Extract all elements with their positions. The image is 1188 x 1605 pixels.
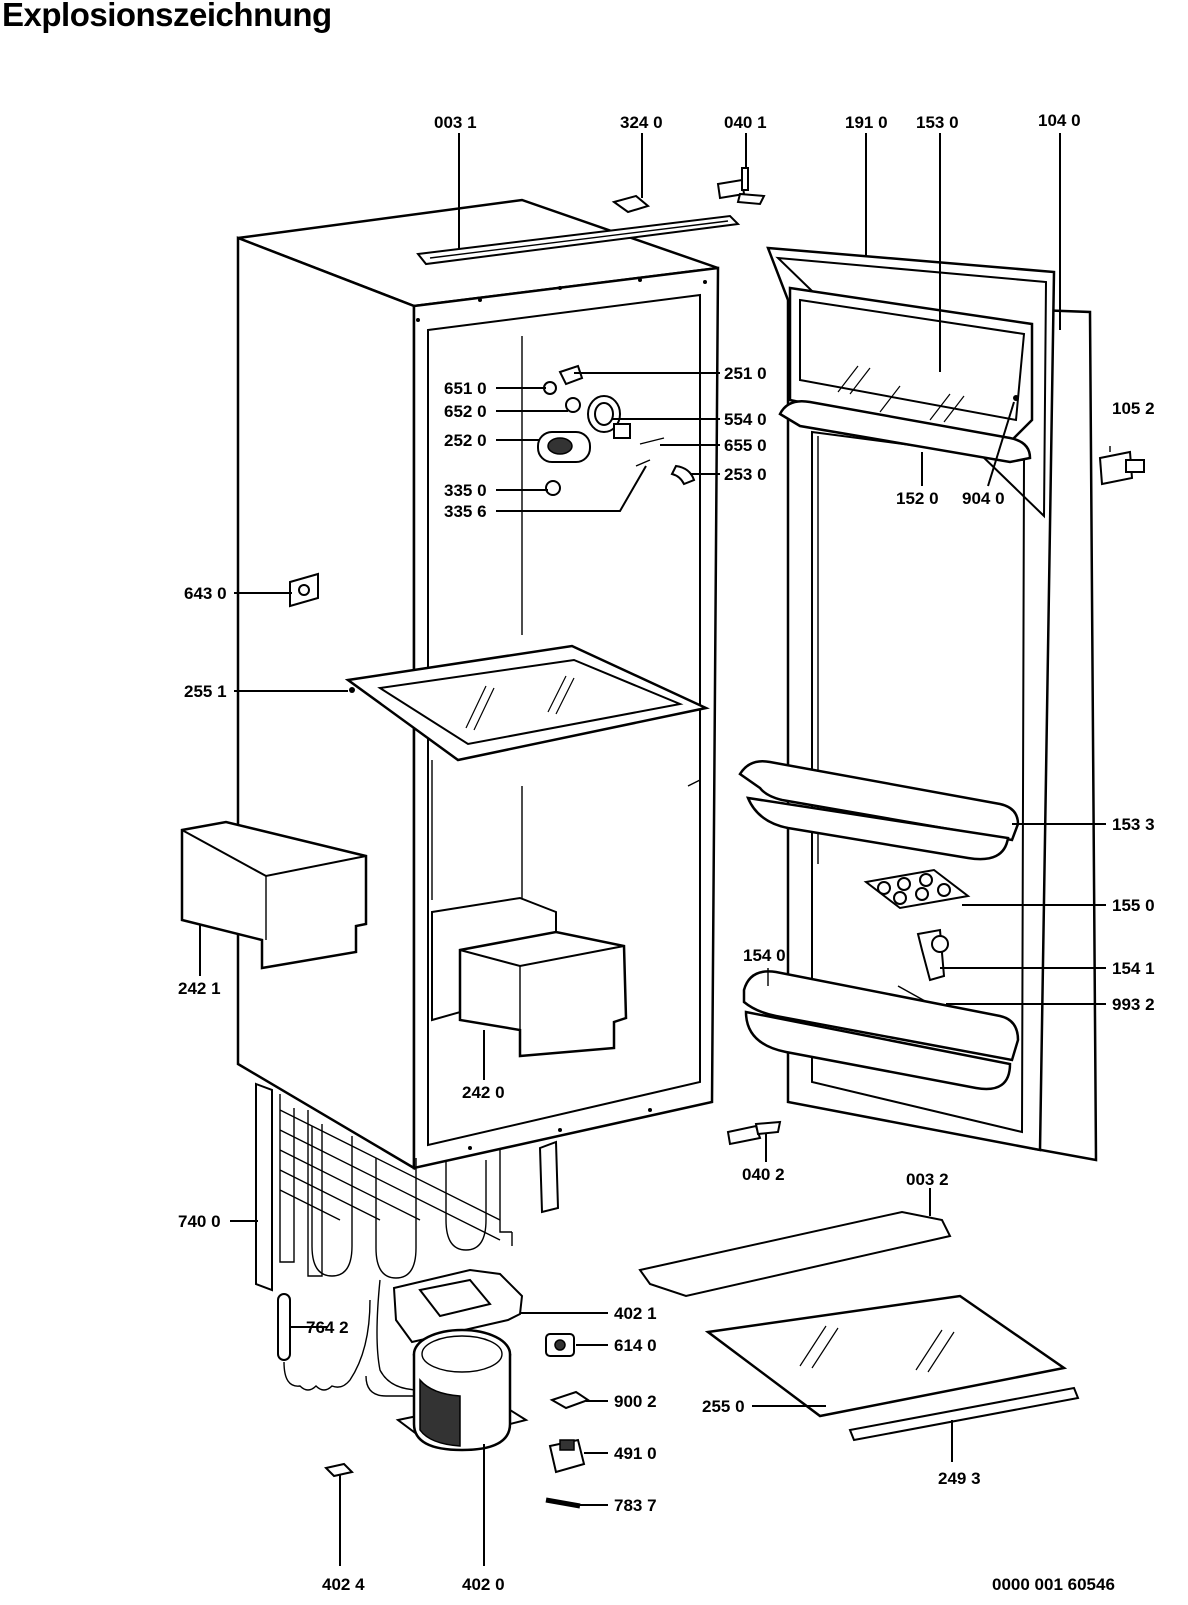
callout-104-0: 104 0 — [1038, 111, 1081, 130]
callout-105-2: 105 2 — [1112, 399, 1155, 418]
freezer-box — [180, 820, 368, 970]
callout-003-2: 003 2 — [906, 1170, 949, 1189]
callout-402-4: 402 4 — [322, 1575, 365, 1594]
callout-335-6: 335 6 — [444, 502, 487, 521]
callout-764-2: 764 2 — [306, 1318, 349, 1337]
callout-253-0: 253 0 — [724, 465, 767, 484]
callout-003-1: 003 1 — [434, 113, 477, 132]
callout-643-0: 643 0 — [184, 584, 227, 603]
light-switch-part — [289, 572, 319, 608]
overload-part — [549, 1390, 591, 1410]
condenser-grid — [255, 1082, 560, 1391]
callout-040-1: 040 1 — [724, 113, 767, 132]
callout-554-0: 554 0 — [724, 410, 767, 429]
callout-904-0: 904 0 — [962, 489, 1005, 508]
compressor-part — [365, 1328, 529, 1452]
callout-040-2: 040 2 — [742, 1165, 785, 1184]
relay-part — [545, 1333, 575, 1357]
callout-255-1: 255 1 — [184, 682, 227, 701]
callout-655-0: 655 0 — [724, 436, 767, 455]
callout-402-1: 402 1 — [614, 1304, 657, 1323]
sleeve-part — [545, 1497, 581, 1509]
callout-154-0: 154 0 — [743, 946, 786, 965]
callout-191-0: 191 0 — [845, 113, 888, 132]
callout-249-3: 249 3 — [938, 1469, 981, 1488]
glass-shelf-upper — [344, 644, 710, 762]
callout-993-2: 993 2 — [1112, 995, 1155, 1014]
callout-651-0: 651 0 — [444, 379, 487, 398]
callout-783-7: 783 7 — [614, 1496, 657, 1515]
callout-155-0: 155 0 — [1112, 896, 1155, 915]
bottom-rail-part — [638, 1210, 952, 1298]
shelf-strip-part — [848, 1386, 1080, 1442]
hinge-top-part — [716, 167, 766, 206]
callout-402-0: 402 0 — [462, 1575, 505, 1594]
drawing-number: 0000 001 60546 — [992, 1575, 1115, 1594]
hinge-right-part — [1098, 446, 1145, 486]
crisper-drawer — [431, 896, 628, 1058]
door-assembly — [738, 246, 1098, 1162]
compressor-bracket — [392, 1268, 524, 1344]
callout-900-2: 900 2 — [614, 1392, 657, 1411]
callout-614-0: 614 0 — [614, 1336, 657, 1355]
callout-324-0: 324 0 — [620, 113, 663, 132]
top-rail-part — [416, 214, 741, 266]
hinge-bottom-part — [726, 1120, 782, 1146]
callout-252-0: 252 0 — [444, 431, 487, 450]
callout-255-0: 255 0 — [702, 1397, 745, 1416]
clip-part — [611, 194, 651, 214]
callout-242-1: 242 1 — [178, 979, 221, 998]
callout-153-0: 153 0 — [916, 113, 959, 132]
lamp-assembly — [537, 364, 696, 496]
callout-153-3: 153 3 — [1112, 815, 1155, 834]
leader-lines — [199, 133, 1106, 1566]
callout-242-0: 242 0 — [462, 1083, 505, 1102]
page-title: Explosionszeichnung — [2, 0, 332, 33]
callout-154-1: 154 1 — [1112, 959, 1155, 978]
drier-part — [277, 1293, 371, 1391]
cover-part — [548, 1438, 586, 1474]
callout-152-0: 152 0 — [896, 489, 939, 508]
callout-652-0: 652 0 — [444, 402, 487, 421]
callout-740-0: 740 0 — [178, 1212, 221, 1231]
clamp-part — [324, 1462, 354, 1478]
callout-335-0: 335 0 — [444, 481, 487, 500]
glass-plate-lower — [704, 1294, 1068, 1418]
callout-251-0: 251 0 — [724, 364, 767, 383]
callout-labels: 003 1 324 0 040 1 191 0 153 0 104 0 251 … — [178, 111, 1155, 1594]
callout-491-0: 491 0 — [614, 1444, 657, 1463]
